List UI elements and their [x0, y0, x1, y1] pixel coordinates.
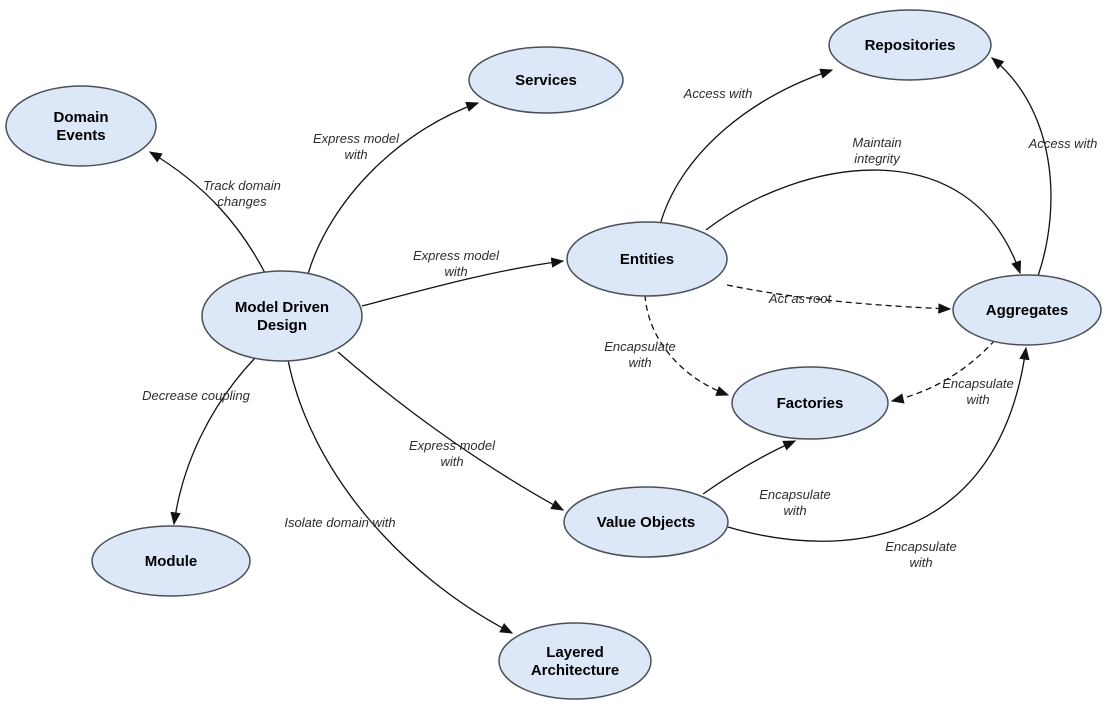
edge-5-model-driven-design-to-layered-architecture [287, 359, 514, 634]
edge-12-value-objects-to-aggregates [727, 346, 1030, 542]
node-ellipse-module [91, 525, 251, 597]
edge-6-entities-to-repositories [659, 68, 834, 226]
edge-0-model-driven-design-to-domain-events [148, 151, 266, 274]
edge-label-8-entities-to-aggregates: Act as root [768, 291, 833, 306]
edge-11-value-objects-to-factories [702, 440, 797, 495]
node-ellipse-aggregates [952, 274, 1102, 346]
node-ellipse-model-driven-design [201, 270, 363, 362]
node-label-repositories: Repositories [865, 37, 956, 54]
edge-3-model-driven-design-to-value-objects [337, 351, 565, 511]
node-label-factories: Factories [777, 395, 844, 412]
node-ellipse-repositories [828, 9, 992, 81]
node-services: Services [468, 46, 624, 114]
node-label-value-objects: Value Objects [597, 514, 695, 531]
edge-1-model-driven-design-to-services [307, 101, 480, 275]
node-label-entities: Entities [620, 251, 674, 268]
node-ellipse-entities [566, 221, 728, 297]
edge-label-4-model-driven-design-to-module: Decrease coupling [142, 388, 250, 403]
edge-label-5-model-driven-design-to-layered-architecture: Isolate domain with [284, 515, 395, 530]
edge-label-13-aggregates-to-repositories: Access with [1028, 136, 1098, 151]
edge-8-entities-to-aggregates [726, 284, 952, 314]
node-aggregates: Aggregates [952, 274, 1102, 346]
edge-2-model-driven-design-to-entities [361, 257, 565, 307]
node-ellipse-services [468, 46, 624, 114]
node-label-aggregates: Aggregates [986, 302, 1069, 319]
node-ellipse-layered-architecture [498, 622, 652, 700]
node-label-services: Services [515, 72, 577, 89]
edge-label-6-entities-to-repositories: Access with [683, 86, 753, 101]
node-label-module: Module [145, 553, 198, 570]
node-repositories: Repositories [828, 9, 992, 81]
edge-4-model-driven-design-to-module [170, 356, 257, 526]
node-ellipse-domain-events [5, 85, 157, 167]
node-ellipse-value-objects [563, 486, 729, 558]
edge-7-entities-to-aggregates [705, 169, 1022, 275]
node-module: Module [91, 525, 251, 597]
node-value-objects: Value Objects [563, 486, 729, 558]
edge-10-aggregates-to-factories [890, 339, 996, 404]
edge-13-aggregates-to-repositories [990, 57, 1052, 277]
edge-9-entities-to-factories [644, 294, 730, 396]
node-ellipse-factories [731, 366, 889, 440]
node-factories: Factories [731, 366, 889, 440]
node-entities: Entities [566, 221, 728, 297]
